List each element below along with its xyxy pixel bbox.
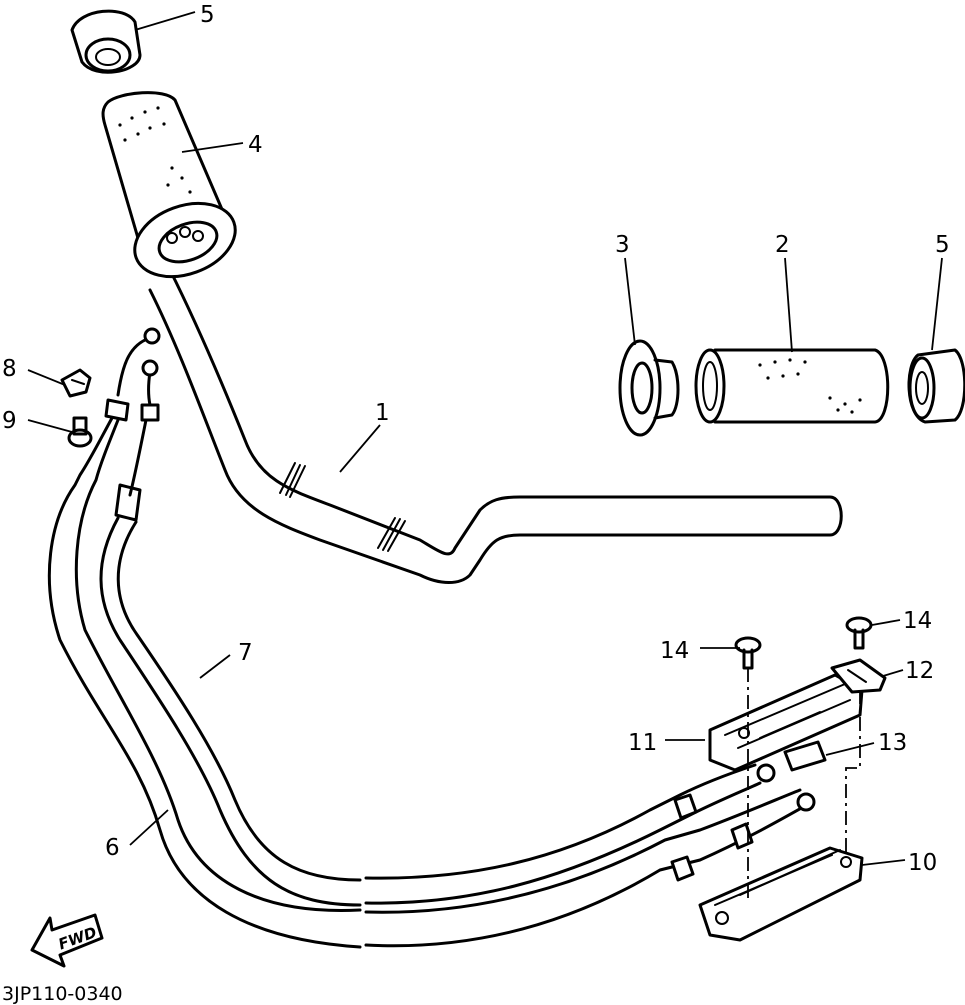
throttle-housing-lower: [698, 846, 864, 942]
callout-9: 9: [2, 408, 17, 434]
callout-4: 4: [248, 132, 263, 158]
callout-5-right: 5: [935, 232, 950, 258]
throttle-cable-1: [47, 327, 807, 949]
cable-clamp: [60, 368, 92, 398]
callout-2: 2: [775, 232, 790, 258]
throttle-housing-upper: [708, 673, 864, 772]
callout-12: 12: [905, 658, 934, 684]
forward-arrow: FWD: [30, 913, 104, 968]
housing-cover-plate: [830, 658, 887, 694]
right-grip: [694, 348, 890, 424]
handlebar: [148, 268, 843, 584]
leader-lines: [27, 11, 943, 866]
screw-right: [845, 616, 873, 650]
callout-8: 8: [2, 356, 17, 382]
bar-end-weight-right: [907, 348, 965, 424]
callout-13: 13: [878, 730, 907, 756]
cable-adjusters: [670, 763, 816, 882]
callout-14-right: 14: [903, 608, 932, 634]
screw-left: [734, 636, 762, 670]
callout-5-top: 5: [200, 2, 215, 28]
right-grip-collar: [618, 339, 680, 437]
left-grip: [101, 91, 237, 279]
clamp-screw: [67, 416, 93, 448]
drawing-code: 3JP110-0340: [2, 983, 123, 1005]
callout-14-left: 14: [660, 638, 689, 664]
callout-10: 10: [908, 850, 937, 876]
bar-end-weight-left: [70, 9, 142, 74]
housing-block: [783, 740, 827, 772]
callout-7: 7: [238, 640, 253, 666]
callout-3: 3: [615, 232, 630, 258]
callout-6: 6: [105, 835, 120, 861]
callout-1: 1: [375, 400, 390, 426]
throttle-cable-2: [99, 359, 762, 907]
callout-11: 11: [628, 730, 657, 756]
